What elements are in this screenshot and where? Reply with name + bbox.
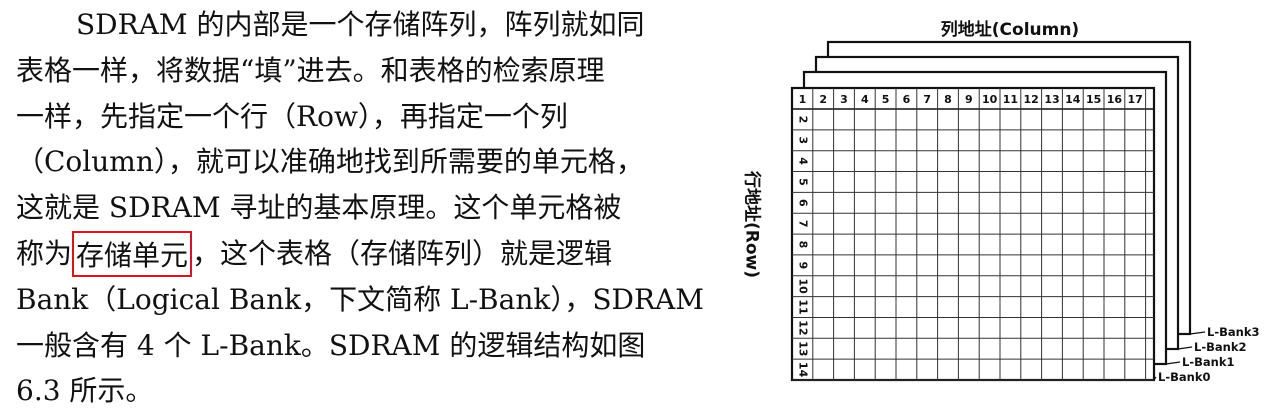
text-line: 称为存储单元，这个表格（存储阵列）就是逻辑 bbox=[16, 230, 728, 277]
column-number: 2 bbox=[819, 93, 827, 106]
text-segment: SDRAM 的内部是一个存储阵列，阵列就如同 bbox=[76, 8, 645, 41]
row-number: 8 bbox=[796, 241, 809, 249]
bank-label: L-Bank1 bbox=[1182, 355, 1234, 369]
text-segment: 6.3 所示。 bbox=[16, 374, 154, 408]
column-number: 10 bbox=[982, 93, 998, 106]
row-number: 5 bbox=[796, 178, 809, 186]
row-number: 2 bbox=[796, 116, 809, 124]
column-address-title: 列地址(Column) bbox=[940, 20, 1080, 40]
bank-label: L-Bank3 bbox=[1207, 325, 1259, 339]
text-line: （Column），就可以准确地找到所需要的单元格， bbox=[16, 139, 728, 185]
bank-leader-line bbox=[1165, 361, 1181, 365]
row-number: 3 bbox=[796, 136, 809, 144]
column-number: 13 bbox=[1044, 93, 1059, 106]
text-line: Bank（Logical Bank，下文简称 L-Bank），SDRAM bbox=[16, 277, 728, 323]
text-segment: 一样，先指定一个行（Row），再指定一个列 bbox=[16, 99, 568, 133]
text-line: 一样，先指定一个行（Row），再指定一个列 bbox=[16, 94, 728, 140]
column-number: 9 bbox=[965, 93, 973, 106]
column-number: 6 bbox=[903, 93, 911, 106]
row-number: 10 bbox=[796, 279, 809, 295]
column-number: 16 bbox=[1107, 93, 1123, 106]
column-number: 3 bbox=[840, 93, 848, 106]
column-number: 17 bbox=[1128, 93, 1143, 106]
column-number: 1 bbox=[799, 93, 807, 106]
text-segment: 称为 bbox=[16, 236, 73, 270]
bank-label: L-Bank2 bbox=[1194, 340, 1246, 354]
text-segment: ，这个表格（存储阵列）就是逻辑 bbox=[192, 236, 613, 270]
text-line: 这就是 SDRAM 寻址的基本原理。这个单元格被 bbox=[16, 185, 728, 231]
bank-leader-line bbox=[1189, 331, 1206, 335]
text-segment: Bank（Logical Bank，下文简称 L-Bank），SDRAM bbox=[16, 282, 704, 316]
text-segment: 一般含有 4 个 L-Bank。SDRAM 的逻辑结构如图 bbox=[16, 328, 646, 362]
column-number: 7 bbox=[923, 93, 931, 106]
body-paragraph: SDRAM 的内部是一个存储阵列，阵列就如同 表格一样，将数据“填”进去。和表格… bbox=[16, 2, 728, 414]
row-number: 9 bbox=[796, 262, 809, 270]
row-number: 12 bbox=[796, 320, 809, 335]
row-number: 6 bbox=[796, 199, 809, 207]
text-segment: 表格一样，将数据“填”进去。和表格的检索原理 bbox=[16, 53, 605, 87]
bank-leader-line bbox=[1177, 346, 1193, 350]
column-number: 15 bbox=[1086, 93, 1101, 106]
highlighted-term: 存储单元 bbox=[72, 230, 193, 277]
text-line: 6.3 所示。 bbox=[16, 368, 728, 414]
row-number: 11 bbox=[796, 299, 809, 314]
text-line: SDRAM 的内部是一个存储阵列，阵列就如同 bbox=[16, 2, 728, 48]
row-number: 14 bbox=[796, 362, 809, 378]
text-segment: 这就是 SDRAM 寻址的基本原理。这个单元格被 bbox=[16, 191, 622, 225]
text-segment: （Column），就可以准确地找到所需要的单元格， bbox=[16, 145, 644, 179]
column-number: 8 bbox=[944, 93, 952, 106]
row-number: 7 bbox=[796, 220, 809, 228]
row-number: 13 bbox=[796, 341, 809, 356]
column-number: 11 bbox=[1003, 93, 1018, 106]
column-number: 12 bbox=[1024, 93, 1039, 106]
column-number: 14 bbox=[1065, 93, 1081, 106]
column-number: 5 bbox=[882, 93, 890, 106]
bank-leader-line bbox=[1153, 376, 1157, 381]
column-number: 4 bbox=[861, 93, 869, 106]
row-number: 4 bbox=[796, 157, 809, 165]
text-line: 表格一样，将数据“填”进去。和表格的检索原理 bbox=[16, 48, 728, 94]
bank-label: L-Bank0 bbox=[1158, 370, 1210, 384]
text-line: 一般含有 4 个 L-Bank。SDRAM 的逻辑结构如图 bbox=[16, 323, 728, 369]
